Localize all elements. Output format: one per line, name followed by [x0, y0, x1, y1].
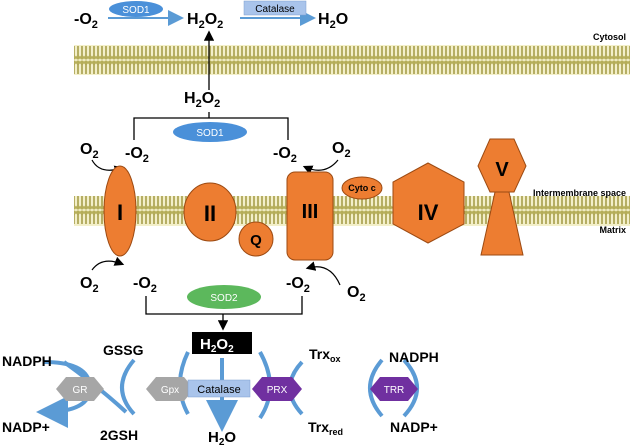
- matrix-bracket: [145, 296, 303, 315]
- complex-iv-label: IV: [418, 200, 439, 225]
- nadp-right: NADP+: [390, 419, 438, 435]
- matrix-superoxide-left: -O2: [133, 275, 157, 295]
- sod2-label: SOD2: [210, 293, 238, 304]
- ims-superoxide-right: -O2: [273, 145, 297, 165]
- complex-ii: [183, 182, 237, 242]
- matrix-h2o2-box: [192, 332, 252, 354]
- ims-bracket: [133, 117, 289, 140]
- ims-o2-right: O2: [332, 140, 351, 160]
- cytosol-superoxide: -O2: [74, 11, 98, 31]
- gssg: GSSG: [103, 342, 144, 358]
- cytosol-catalase-box: [243, 0, 307, 16]
- complex-v-label: V: [495, 159, 509, 181]
- matrix-water: H2O: [208, 429, 236, 448]
- matrix-h2o2: H2O2: [200, 336, 234, 355]
- complex-iii: [286, 171, 334, 261]
- complex-iv: [392, 162, 465, 244]
- complex-ii-label: II: [204, 201, 216, 226]
- gr-hexagon: [56, 377, 104, 401]
- matrix-label: Matrix: [599, 225, 626, 235]
- gsh: 2GSH: [100, 427, 138, 443]
- cytosol-sod1-label: SOD1: [122, 5, 150, 16]
- matrix-curve-left: [91, 256, 125, 271]
- trr-hexagon: [370, 377, 418, 401]
- outer-membrane: [74, 45, 630, 75]
- cytosol-sod1-pill: [109, 1, 163, 17]
- gpx-label: Gpx: [161, 385, 179, 396]
- matrix-superoxide-right: -O2: [286, 275, 310, 295]
- trr-label: TRR: [384, 385, 405, 396]
- matrix-curve-right: [305, 261, 341, 286]
- complex-i: [103, 165, 137, 257]
- cytosol-water: H2O: [318, 11, 348, 31]
- nadph-left: NADPH: [2, 353, 52, 369]
- trx-red: Trxred: [308, 419, 343, 437]
- sod2-pill: [187, 285, 261, 309]
- cytosol-label: Cytosol: [593, 32, 626, 42]
- ims-sod1-label: SOD1: [196, 128, 224, 139]
- cytosol-h2o2: H2O2: [187, 11, 223, 31]
- inner-membrane: [74, 196, 630, 226]
- complex-v-stalk: [480, 191, 524, 256]
- gpx-hexagon: [146, 377, 194, 401]
- cytochrome-c: [341, 176, 383, 200]
- prx-hexagon: [252, 377, 302, 401]
- matrix-catalase-box: [187, 379, 251, 398]
- matrix-catalase-label: Catalase: [197, 384, 240, 396]
- matrix-o2-right: O2: [347, 284, 366, 304]
- ims-h2o2: H2O2: [184, 90, 220, 110]
- nadp-left: NADP+: [2, 419, 50, 435]
- ubiquinone-label: Q: [250, 232, 262, 249]
- complex-iii-label: III: [302, 201, 319, 223]
- ims-curve-right: [302, 159, 339, 175]
- cytosol-catalase-label: Catalase: [255, 4, 295, 15]
- gr-label: GR: [73, 385, 88, 396]
- ims-superoxide-left: -O2: [125, 145, 149, 165]
- ims-o2-left: O2: [80, 141, 99, 161]
- cytochrome-c-label: Cyto c: [348, 183, 376, 193]
- complex-i-label: I: [117, 200, 123, 225]
- nadph-right: NADPH: [389, 349, 439, 365]
- trx-ox: Trxox: [309, 346, 341, 364]
- intermembrane-label: Intermembrane space: [533, 188, 626, 198]
- ubiquinone: [238, 221, 274, 257]
- prx-label: PRX: [267, 385, 288, 396]
- complex-v-head: [477, 138, 527, 193]
- matrix-o2-left: O2: [80, 275, 99, 295]
- ims-sod1-pill: [173, 122, 247, 142]
